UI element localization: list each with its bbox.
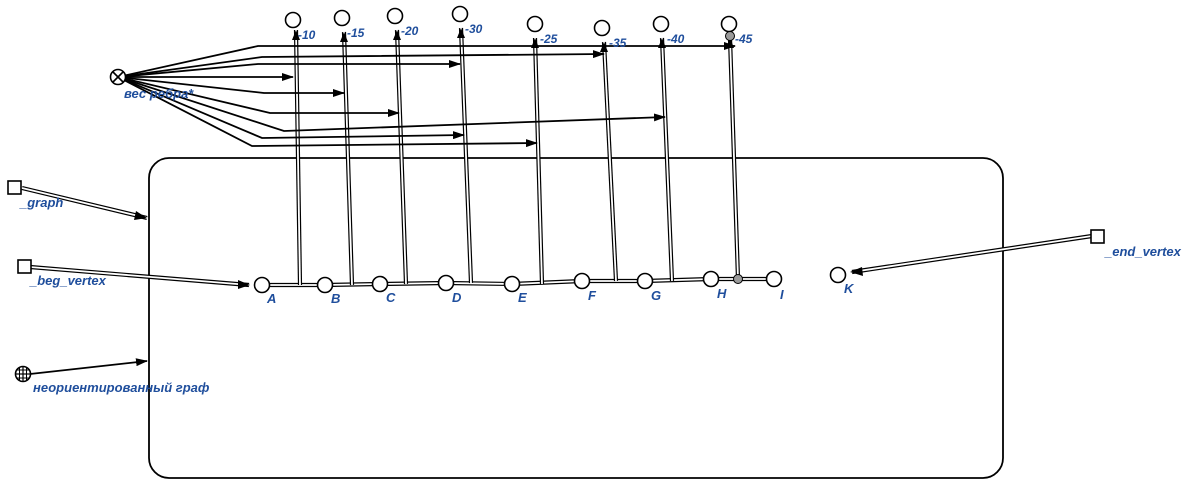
graph-arrowhead [134, 211, 147, 220]
weight-nodes [284, 5, 738, 41]
structure-frame [148, 157, 1004, 479]
vertex-node[interactable] [829, 266, 847, 284]
vertex-label: D [452, 290, 462, 305]
weight-label: -15 [347, 26, 365, 40]
vertex-node[interactable] [636, 272, 654, 290]
beg-vertex-arrowhead [238, 280, 250, 289]
input-arcs [21, 185, 1093, 375]
vertex-node[interactable] [702, 270, 720, 288]
weight-node[interactable] [526, 15, 544, 33]
vertex-label: B [331, 291, 340, 306]
weight-node[interactable] [386, 7, 404, 25]
end-vertex-node[interactable] [1090, 229, 1105, 244]
weight-label: -45 [735, 32, 753, 46]
weight-connectors [293, 27, 741, 286]
vertex-label: K [844, 281, 855, 296]
vertex-label: H [717, 286, 727, 301]
weight-labels: -10 -15 -20 -30 -25 -35 -40 -45 [298, 22, 753, 50]
vertex-node[interactable] [253, 276, 271, 294]
graph-label: _graph [19, 195, 63, 210]
weight-label: -20 [401, 24, 419, 38]
vertex-node[interactable] [765, 270, 783, 288]
weight-node[interactable] [720, 15, 738, 33]
weight-label: -10 [298, 28, 316, 42]
weight-node[interactable] [451, 5, 469, 23]
weight-relation-node[interactable] [109, 68, 127, 86]
beg-vertex-node[interactable] [17, 259, 32, 274]
vertex-node[interactable] [503, 275, 521, 293]
graph-type-label: неориентированный граф [33, 380, 210, 395]
weight-relation-label: вес ребра* [124, 86, 194, 101]
vertex-labels: A B C D E F G H I K [266, 281, 855, 306]
weight-label: -35 [609, 36, 627, 50]
vertex-node[interactable] [573, 272, 591, 290]
edge-junction [733, 274, 743, 284]
vertex-node[interactable] [316, 276, 334, 294]
vertex-label: A [266, 291, 276, 306]
vertex-label: E [518, 290, 527, 305]
weight-node[interactable] [652, 15, 670, 33]
weight-connector-junction [725, 31, 735, 41]
graph-type-node[interactable] [14, 365, 32, 383]
vertex-node[interactable] [437, 274, 455, 292]
vertex-label: G [651, 288, 661, 303]
graph-node[interactable] [7, 180, 22, 195]
weight-label: -40 [667, 32, 685, 46]
weight-relation-arcs [117, 42, 736, 148]
weight-node[interactable] [284, 11, 302, 29]
end-vertex-label: _end_vertex [1104, 244, 1182, 259]
vertex-nodes [253, 266, 847, 294]
weight-label: -25 [540, 32, 558, 46]
weight-node[interactable] [333, 9, 351, 27]
beg-vertex-label: _beg_vertex [29, 273, 107, 288]
vertex-label: I [780, 287, 784, 302]
weight-label: -30 [465, 22, 483, 36]
vertex-label: C [386, 290, 396, 305]
end-vertex-arrowhead [850, 267, 863, 276]
vertex-label: F [588, 288, 597, 303]
weight-node[interactable] [593, 19, 611, 37]
vertex-node[interactable] [371, 275, 389, 293]
